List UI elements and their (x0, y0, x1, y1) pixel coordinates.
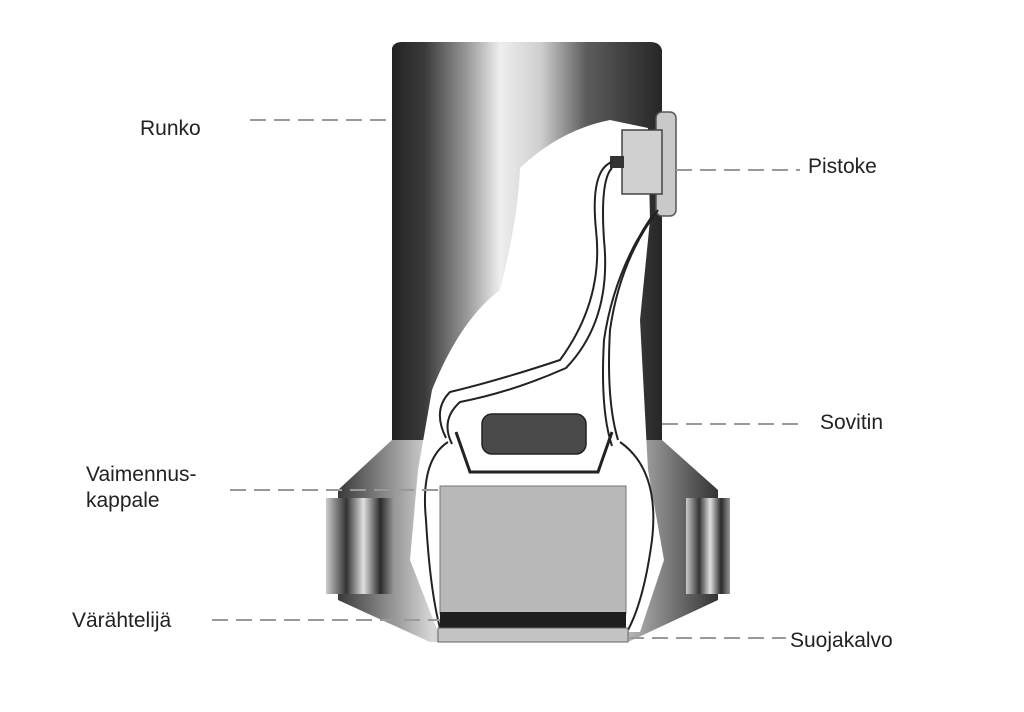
label-runko: Runko (140, 116, 201, 141)
damping-block (440, 486, 626, 614)
left-ring (326, 498, 394, 594)
label-vaimennus-line2: kappale (86, 488, 160, 513)
label-varahtelija: Värähtelijä (72, 608, 171, 633)
vibrator (440, 612, 626, 628)
right-ring (686, 498, 730, 594)
label-sovitin: Sovitin (820, 410, 883, 435)
adapter-body (482, 414, 586, 454)
label-suojakalvo: Suojakalvo (790, 628, 893, 653)
protective-film (438, 628, 628, 642)
plug-body (622, 130, 662, 194)
label-pistoke: Pistoke (808, 154, 877, 179)
label-vaimennus-line1: Vaimennus- (86, 462, 197, 487)
plug-pin (610, 156, 624, 168)
